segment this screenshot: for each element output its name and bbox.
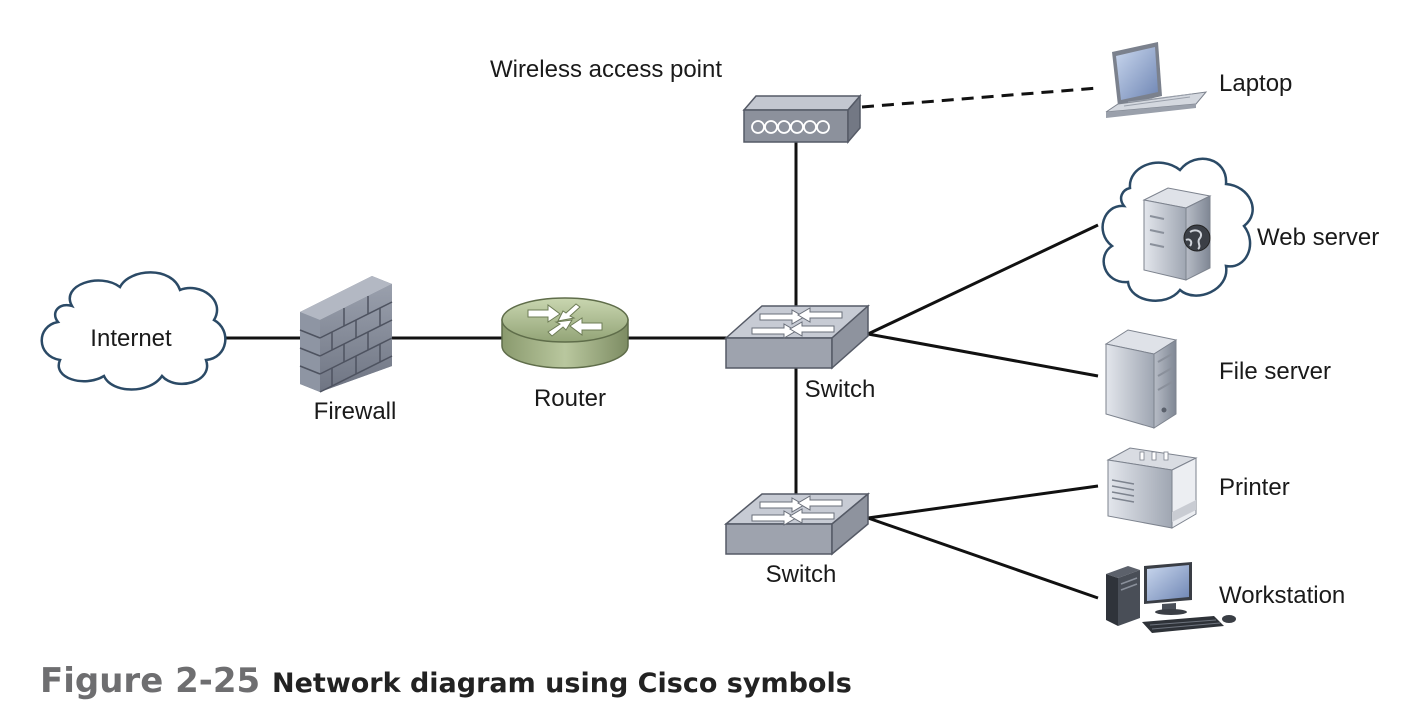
workstation-label: Workstation (1219, 582, 1345, 609)
web-server-label: Web server (1257, 224, 1379, 251)
link-switch-printer (867, 484, 1099, 520)
link-switch-workstation (867, 516, 1099, 600)
wireless-link-laptop (861, 86, 1099, 109)
access-point-icon (742, 93, 862, 145)
connections (226, 86, 1099, 600)
wireless-ap-label: Wireless access point (490, 56, 722, 83)
firewall-label: Firewall (314, 398, 397, 425)
link-switch-webserver (867, 223, 1099, 336)
printer-icon (1106, 447, 1198, 529)
switch-bottom-label: Switch (766, 561, 837, 588)
file-server-label: File server (1219, 358, 1331, 385)
cisco-router-icon (501, 297, 629, 369)
web-server-icon (1101, 157, 1254, 302)
router-label: Router (534, 385, 606, 412)
figure-number: Figure 2-25 (40, 661, 260, 701)
printer-label: Printer (1219, 474, 1290, 501)
laptop-icon (1105, 42, 1208, 118)
figure-caption: Network diagram using Cisco symbols (272, 668, 852, 699)
cloud-icon (40, 271, 227, 391)
cisco-switch-icon (724, 304, 870, 370)
desktop-computer-icon (1106, 562, 1236, 633)
link-switch-fileserver (867, 332, 1099, 378)
server-icon (1104, 329, 1178, 429)
switch-top-label: Switch (805, 376, 876, 403)
brick-wall-icon (299, 276, 393, 393)
internet-label: Internet (90, 325, 172, 352)
cisco-switch-icon (723, 492, 871, 556)
laptop-label: Laptop (1219, 70, 1292, 97)
